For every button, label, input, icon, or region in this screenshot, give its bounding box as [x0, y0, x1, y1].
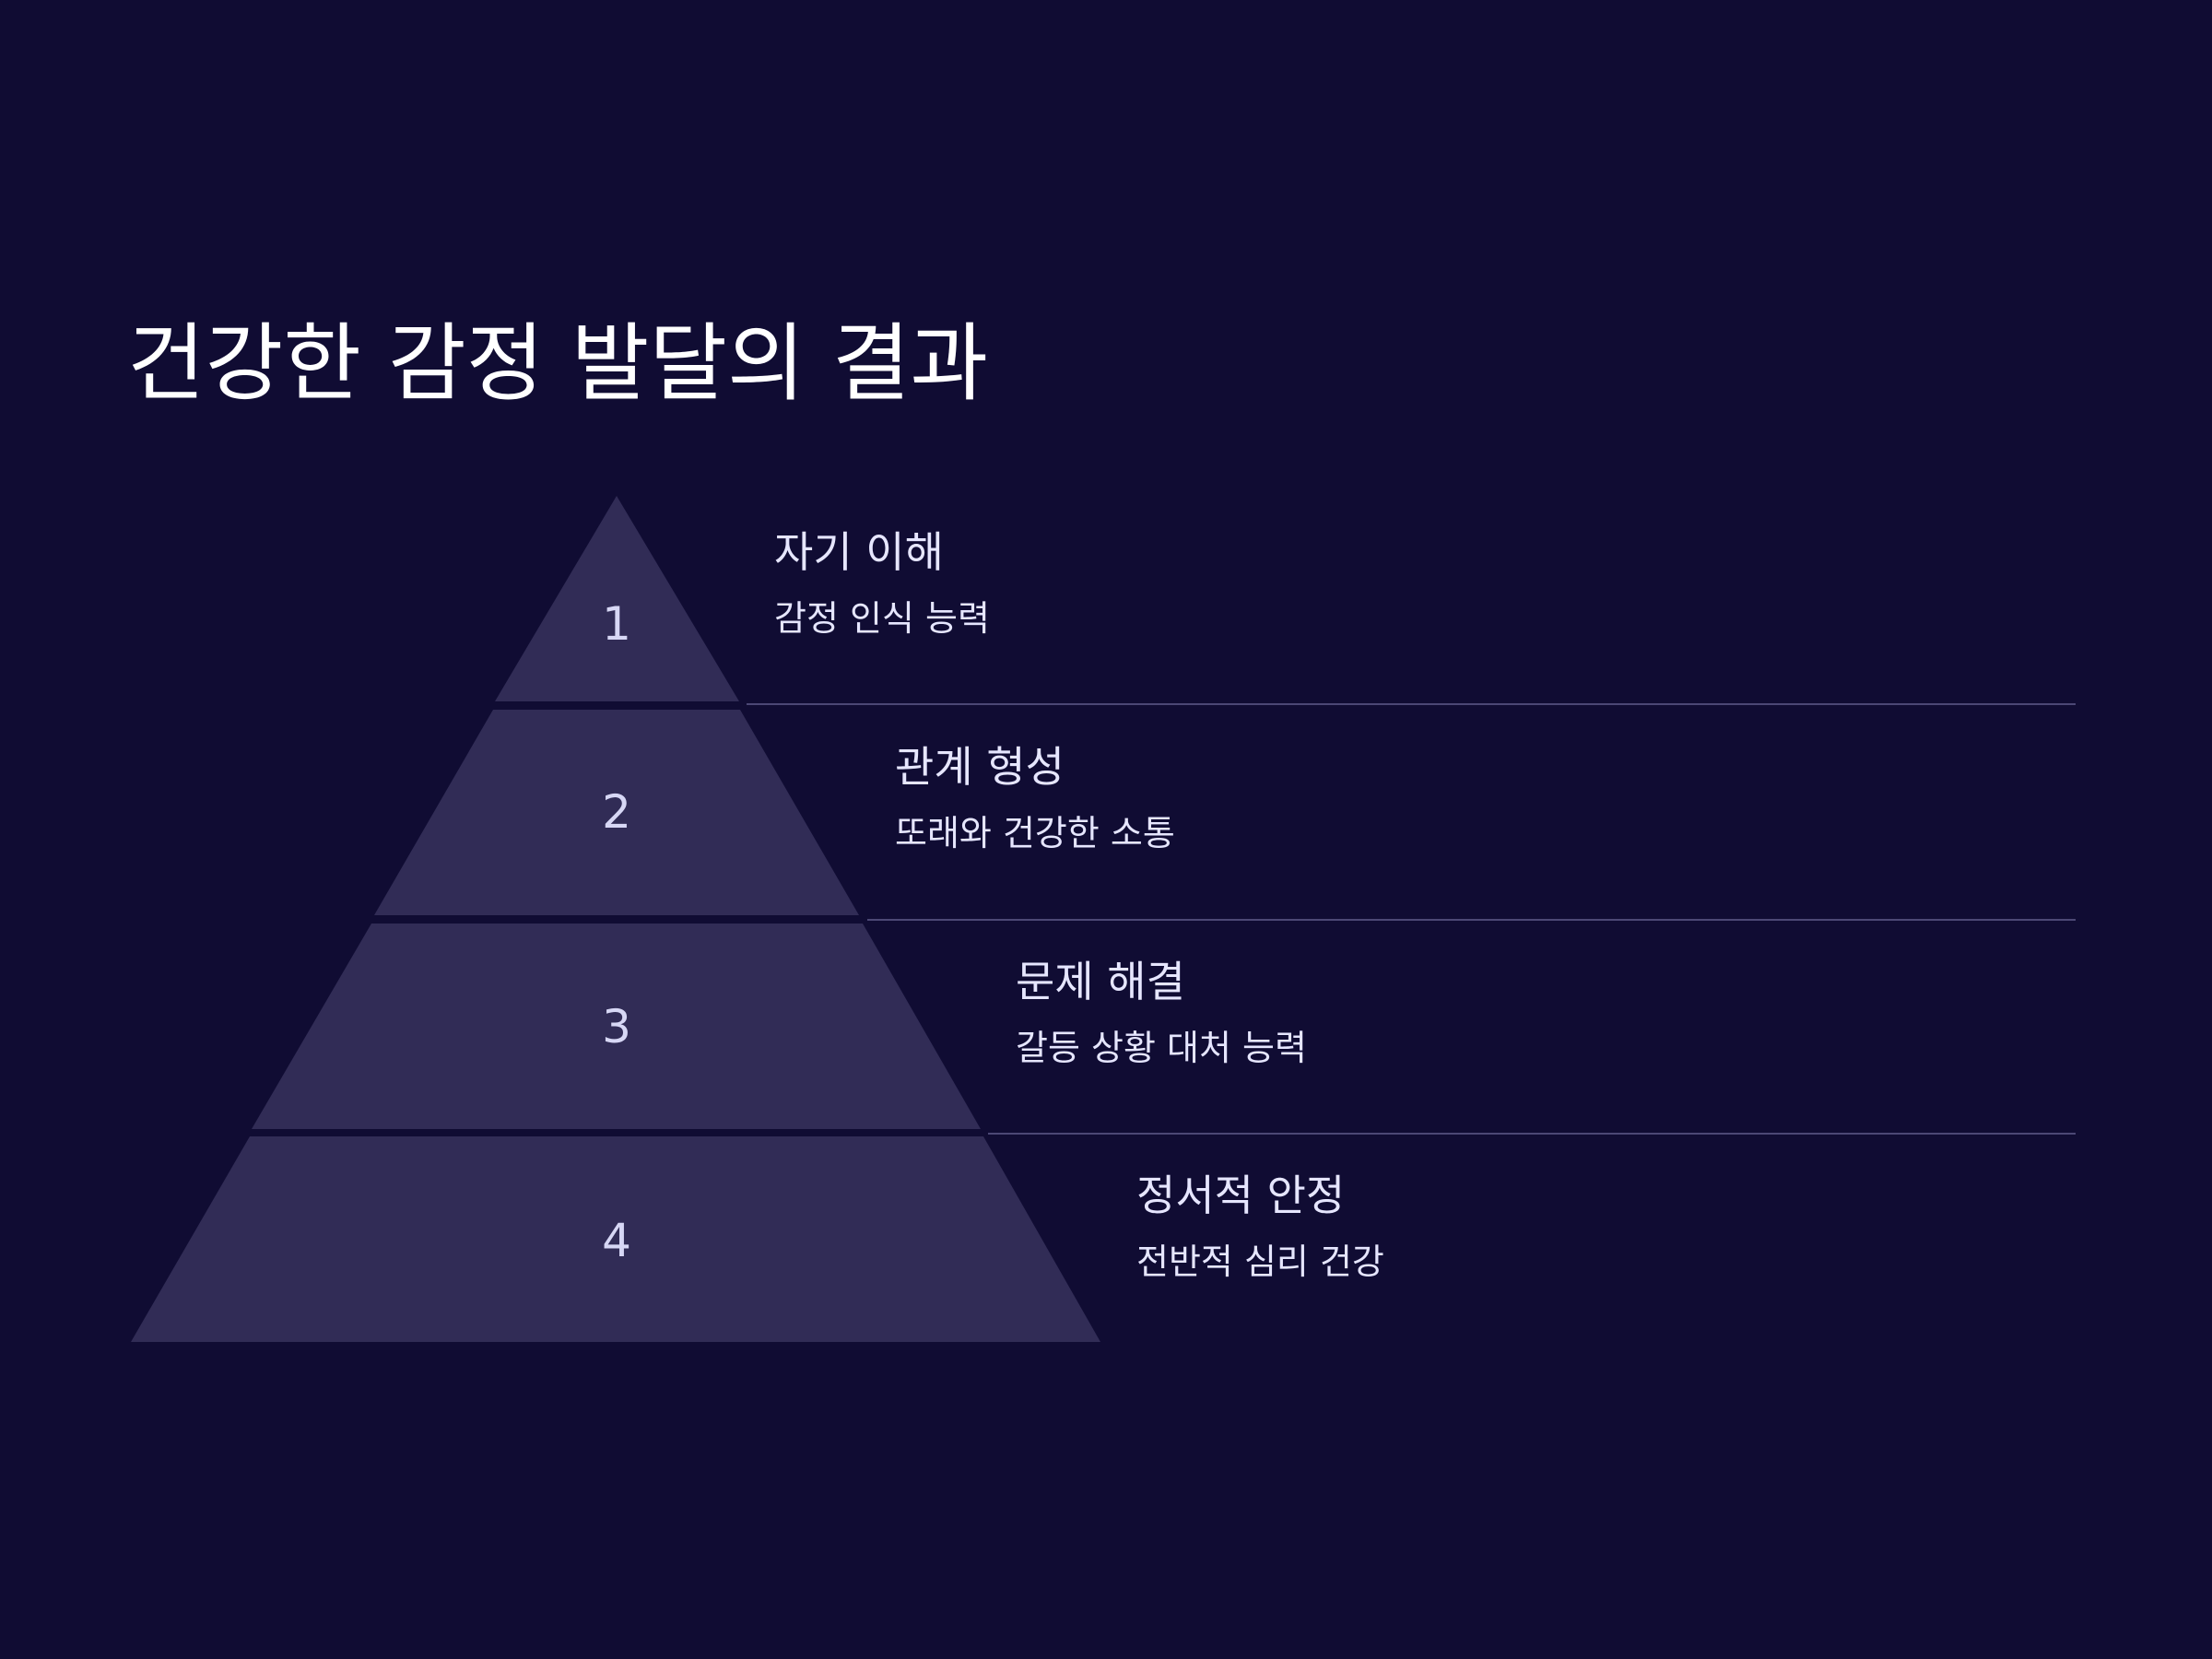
tier-heading-4: 정서적 안정: [1136, 1171, 1346, 1220]
tier-label-4: 정서적 안정 전반적 심리 건강: [1136, 1171, 1384, 1284]
tier-number-2: 2: [602, 785, 631, 839]
tier-label-3: 문제 해결 갈등 상황 대처 능력: [1016, 957, 1307, 1070]
tier-label-2: 관계 형성 또래와 건강한 소통: [895, 742, 1175, 855]
pyramid-tier-4: [131, 1136, 1100, 1342]
tier-heading-3: 문제 해결: [1016, 957, 1185, 1006]
tier-description-3: 갈등 상황 대처 능력: [1016, 1028, 1307, 1069]
pyramid-tier-2: [374, 710, 859, 915]
tier-number-1: 1: [602, 597, 631, 651]
page-title: 건강한 감정 발달의 결과: [127, 314, 989, 413]
tier-description-2: 또래와 건강한 소통: [895, 813, 1175, 854]
tier-heading-2: 관계 형성: [895, 742, 1065, 792]
tier-description-4: 전반적 심리 건강: [1136, 1241, 1384, 1283]
tier-number-3: 3: [602, 1000, 631, 1053]
pyramid-tier-1: [495, 496, 739, 701]
tier-label-1: 자기 이해 감정 인식 능력: [774, 527, 990, 641]
tier-heading-1: 자기 이해: [774, 527, 944, 577]
pyramid-tier-3: [252, 924, 981, 1129]
tier-description-1: 감정 인식 능력: [774, 598, 990, 640]
tier-number-4: 4: [602, 1214, 631, 1267]
